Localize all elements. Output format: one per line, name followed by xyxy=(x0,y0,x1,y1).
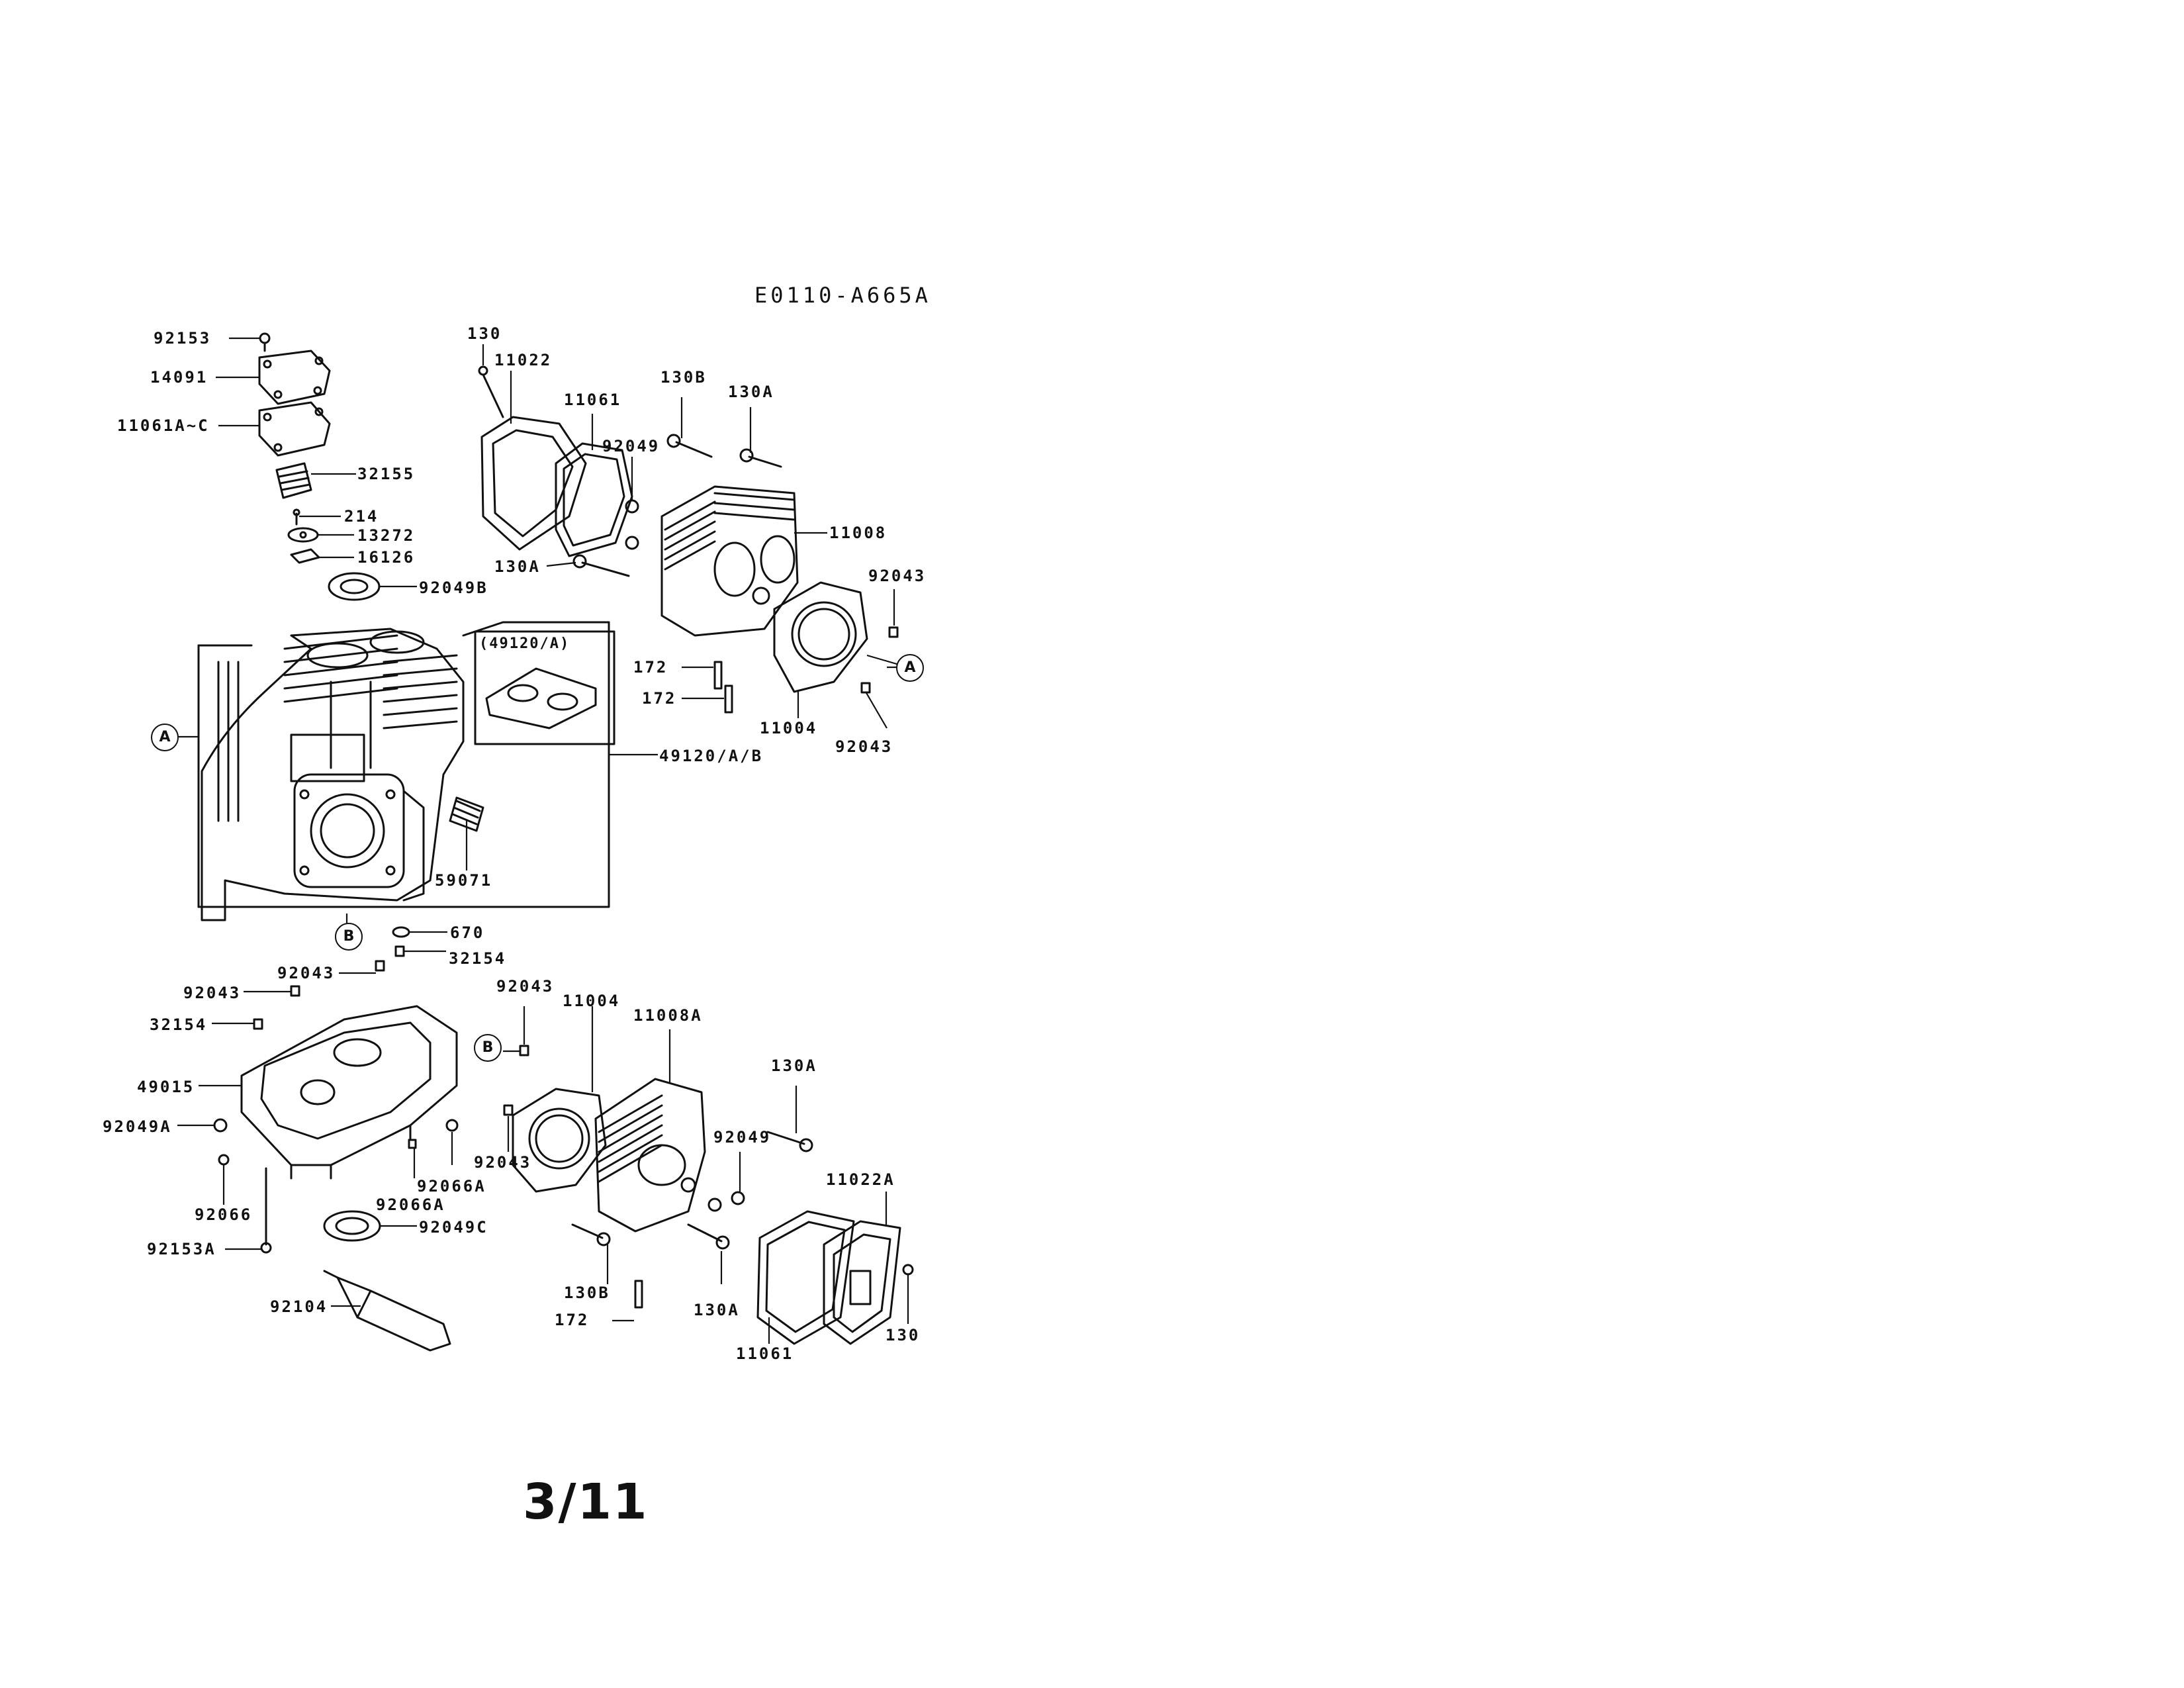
label-11061-bottom: 11061 xyxy=(736,1344,794,1363)
gasket-11061-bottom xyxy=(756,1210,855,1345)
bolt-130B-top xyxy=(666,434,713,458)
studs-172 xyxy=(713,661,733,714)
diagram-code: E0110-A665A xyxy=(754,283,931,308)
label-14091: 14091 xyxy=(150,368,208,387)
seal-92049B xyxy=(328,572,381,601)
spring-59071 xyxy=(449,796,484,832)
label-130A-bottom: 130A xyxy=(694,1301,740,1319)
cover-14091 xyxy=(258,350,331,405)
washer-13272 xyxy=(287,527,319,543)
inset-gasket xyxy=(485,667,597,729)
label-130B-bottom: 130B xyxy=(564,1284,610,1302)
label-92049-top: 92049 xyxy=(602,437,660,455)
gasket-11004-bottom xyxy=(512,1088,607,1193)
crankcase-49120 xyxy=(201,628,465,921)
label-130A-r: 130A xyxy=(771,1056,817,1075)
label-16126: 16126 xyxy=(357,548,416,567)
crankcase-cover-49015 xyxy=(240,1005,458,1180)
bolts-lower xyxy=(571,1223,730,1250)
label-172-b: 172 xyxy=(642,689,677,708)
seal-92049C xyxy=(323,1210,381,1242)
callout-B-main: B xyxy=(335,923,363,951)
bolt-130A-top xyxy=(739,448,782,468)
label-172-bottom: 172 xyxy=(555,1311,590,1329)
gasket-11061-top xyxy=(555,442,633,557)
label-130B-top: 130B xyxy=(660,368,707,387)
stud-172-bottom xyxy=(634,1280,643,1309)
label-32154-r: 32154 xyxy=(449,949,507,968)
callout-A-right: A xyxy=(896,654,924,682)
label-11061-top: 11061 xyxy=(564,391,622,409)
label-32154-l: 32154 xyxy=(150,1015,208,1034)
washers-92049-bottom xyxy=(707,1191,745,1212)
label-92043-l2: 92043 xyxy=(183,984,242,1002)
bolt-214 xyxy=(293,508,300,526)
label-13272: 13272 xyxy=(357,526,416,545)
label-92104: 92104 xyxy=(270,1297,328,1316)
label-92153A: 92153A xyxy=(147,1240,216,1258)
label-92049-bottom: 92049 xyxy=(713,1128,772,1147)
label-92066: 92066 xyxy=(195,1205,253,1224)
callout-B-lower: B xyxy=(474,1034,502,1062)
washers-92049-top xyxy=(625,499,639,550)
sealant-tube-92104 xyxy=(323,1270,451,1352)
head-11008 xyxy=(660,485,799,637)
label-59071: 59071 xyxy=(435,871,493,890)
label-172-a: 172 xyxy=(633,658,668,677)
label-11008A: 11008A xyxy=(633,1006,703,1025)
label-11004-bottom: 11004 xyxy=(563,992,621,1010)
label-92043-l1: 92043 xyxy=(277,964,336,982)
gasket-11061AC xyxy=(258,401,331,457)
label-92066A-b: 92066A xyxy=(376,1196,445,1214)
head-11008A xyxy=(594,1078,706,1233)
label-92153: 92153 xyxy=(154,329,212,348)
label-130A-mid: 130A xyxy=(494,557,541,576)
plate-16126 xyxy=(290,548,320,564)
label-32155: 32155 xyxy=(357,465,416,483)
label-92043-b1: 92043 xyxy=(496,977,555,996)
label-214: 214 xyxy=(344,507,379,526)
label-130A-top: 130A xyxy=(728,383,774,401)
label-92043-r1: 92043 xyxy=(868,567,927,585)
bolt-130A-mid xyxy=(572,554,630,577)
label-11008: 11008 xyxy=(829,524,887,542)
label-11022A: 11022A xyxy=(826,1170,895,1189)
label-92049C: 92049C xyxy=(419,1218,488,1237)
label-92049B: 92049B xyxy=(419,579,488,597)
bolt-92153A xyxy=(260,1167,272,1254)
filter-32155 xyxy=(275,462,312,499)
label-92066A-a: 92066A xyxy=(417,1177,486,1196)
bolt-130A-right xyxy=(766,1131,813,1152)
label-49120-A-B: 49120/A/B xyxy=(659,747,764,765)
label-11022: 11022 xyxy=(494,351,553,369)
oring-670 xyxy=(392,926,410,938)
gasket-11004-top xyxy=(773,581,868,693)
label-670: 670 xyxy=(450,923,485,942)
pins-92043-bottom xyxy=(503,1045,529,1116)
inset-label: (49120/A) xyxy=(479,635,570,652)
rocker-cover-11022A xyxy=(823,1220,914,1345)
label-92043-b2: 92043 xyxy=(474,1153,532,1172)
label-92043-r2: 92043 xyxy=(835,737,893,756)
label-130-bottom: 130 xyxy=(886,1326,921,1344)
page-number: 3/11 xyxy=(523,1474,649,1530)
label-92049A: 92049A xyxy=(103,1117,172,1136)
screw-92153 xyxy=(259,332,271,352)
pins-lower-left xyxy=(213,945,459,1166)
label-11004-top: 11004 xyxy=(760,719,818,737)
label-49015: 49015 xyxy=(137,1078,195,1096)
label-11061A-C: 11061A~C xyxy=(117,416,210,435)
label-130-top: 130 xyxy=(467,324,502,343)
callout-A-left: A xyxy=(151,724,179,751)
